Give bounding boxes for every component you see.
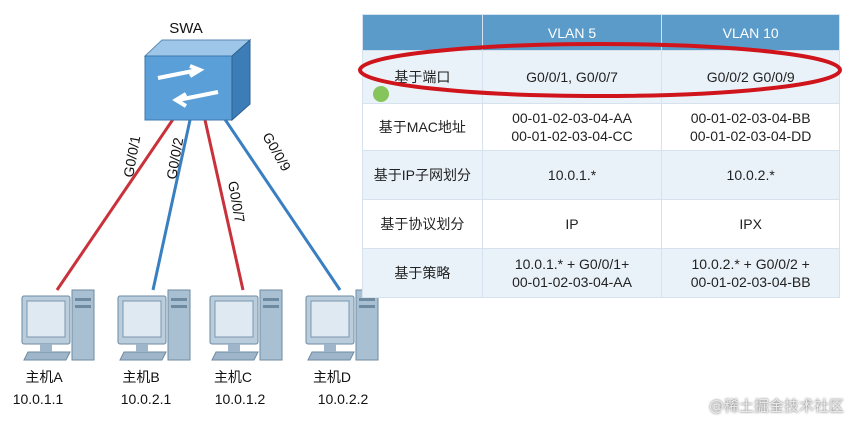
switch-icon <box>143 38 252 122</box>
table-row-policy: 基于策略 10.0.1.* + G0/0/1+ 00-01-02-03-04-AA… <box>362 248 840 298</box>
link-host-a <box>55 111 180 291</box>
cell-line: G0/0/2 G0/0/9 <box>706 69 795 85</box>
host-a-name: 主机A <box>25 369 63 385</box>
computer-icon-c <box>209 289 283 361</box>
host-b-ip: 10.0.2.1 <box>121 391 172 407</box>
method-cell: 基于端口 <box>362 50 483 104</box>
cell-line: 10.0.2.* <box>726 167 775 183</box>
computer-icon-d <box>305 289 379 361</box>
table-row-ip-subnet: 基于IP子网划分 10.0.1.* 10.0.2.* <box>362 150 840 200</box>
table-header-row: VLAN 5 VLAN 10 <box>362 14 840 51</box>
cell-line: 00-01-02-03-04-DD <box>689 128 812 144</box>
table-row-port: 基于端口 G0/0/1, G0/0/7 G0/0/2 G0/0/9 <box>362 50 840 104</box>
vlan5-cell: IP <box>481 199 663 249</box>
cell-line: 00-01-02-03-04-AA <box>512 110 632 126</box>
vlan5-cell: 10.0.1.* <box>481 150 663 200</box>
link-host-b <box>151 119 192 291</box>
link-host-c <box>203 119 245 291</box>
cell-line: IP <box>565 216 579 232</box>
host-d-ip: 10.0.2.2 <box>318 391 369 407</box>
host-b-name: 主机B <box>122 369 159 385</box>
cell-line: 00-01-02-03-04-AA <box>512 274 632 290</box>
cell-line: 10.0.1.* <box>547 167 597 183</box>
computer-icon-a <box>21 289 95 361</box>
cell-line: 10.0.2.* + G0/0/2 + <box>691 256 810 272</box>
link-host-d <box>218 111 342 291</box>
header-vlan5: VLAN 5 <box>481 14 663 51</box>
vlan10-cell: G0/0/2 G0/0/9 <box>661 50 840 104</box>
vlan10-cell: 00-01-02-03-04-BB 00-01-02-03-04-DD <box>661 103 840 151</box>
vlan10-cell: 10.0.2.* <box>661 150 840 200</box>
header-method <box>362 14 483 51</box>
method-cell: 基于协议划分 <box>362 199 483 249</box>
vlan5-cell: 10.0.1.* + G0/0/1+ 00-01-02-03-04-AA <box>481 248 663 298</box>
vlan5-cell: G0/0/1, G0/0/7 <box>481 50 663 104</box>
method-cell: 基于MAC地址 <box>362 103 483 151</box>
port-label-3: G0/0/7 <box>225 180 248 224</box>
method-cell: 基于IP子网划分 <box>362 150 483 200</box>
cell-line: 00-01-02-03-04-BB <box>690 274 811 290</box>
table-row-protocol: 基于协议划分 IP IPX <box>362 199 840 249</box>
cell-line: 10.0.1.* + G0/0/1+ <box>514 256 630 272</box>
vlan5-cell: 00-01-02-03-04-AA 00-01-02-03-04-CC <box>481 103 663 151</box>
computer-icon-b <box>117 289 191 361</box>
vlan10-cell: IPX <box>661 199 840 249</box>
vlan10-cell: 10.0.2.* + G0/0/2 + 00-01-02-03-04-BB <box>661 248 840 298</box>
switch-label: SWA <box>169 20 203 37</box>
host-d-name: 主机D <box>313 369 351 385</box>
host-c-name: 主机C <box>214 369 252 385</box>
header-vlan10: VLAN 10 <box>661 14 840 51</box>
method-cell: 基于策略 <box>362 248 483 298</box>
host-a-ip: 10.0.1.1 <box>13 391 64 407</box>
cell-line: 00-01-02-03-04-CC <box>511 128 633 144</box>
port-label-4: G0/0/9 <box>259 130 294 175</box>
cell-line: 00-01-02-03-04-BB <box>690 110 811 126</box>
port-label-1: G0/0/1 <box>120 134 143 178</box>
vlan-methods-table: VLAN 5 VLAN 10 基于端口 G0/0/1, G0/0/7 G0/0/… <box>362 14 840 298</box>
cell-line: IPX <box>739 216 762 232</box>
watermark: @稀土掘金技术社区 <box>708 397 844 415</box>
port-label-2: G0/0/2 <box>163 136 186 180</box>
host-c-ip: 10.0.1.2 <box>215 391 266 407</box>
cell-line: G0/0/1, G0/0/7 <box>526 69 618 85</box>
